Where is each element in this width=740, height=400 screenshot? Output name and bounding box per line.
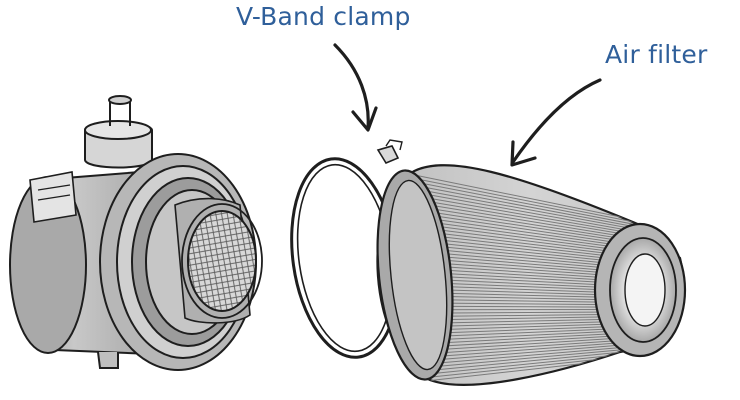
v-band-clamp-label: V-Band clamp: [236, 2, 411, 31]
air-filter-label: Air filter: [605, 40, 708, 69]
cone-air-filter: [376, 164, 687, 386]
intake-housing: [9, 95, 263, 371]
filter-pointer-arrow: [510, 78, 602, 167]
clamp-pointer-arrow: [333, 43, 378, 132]
